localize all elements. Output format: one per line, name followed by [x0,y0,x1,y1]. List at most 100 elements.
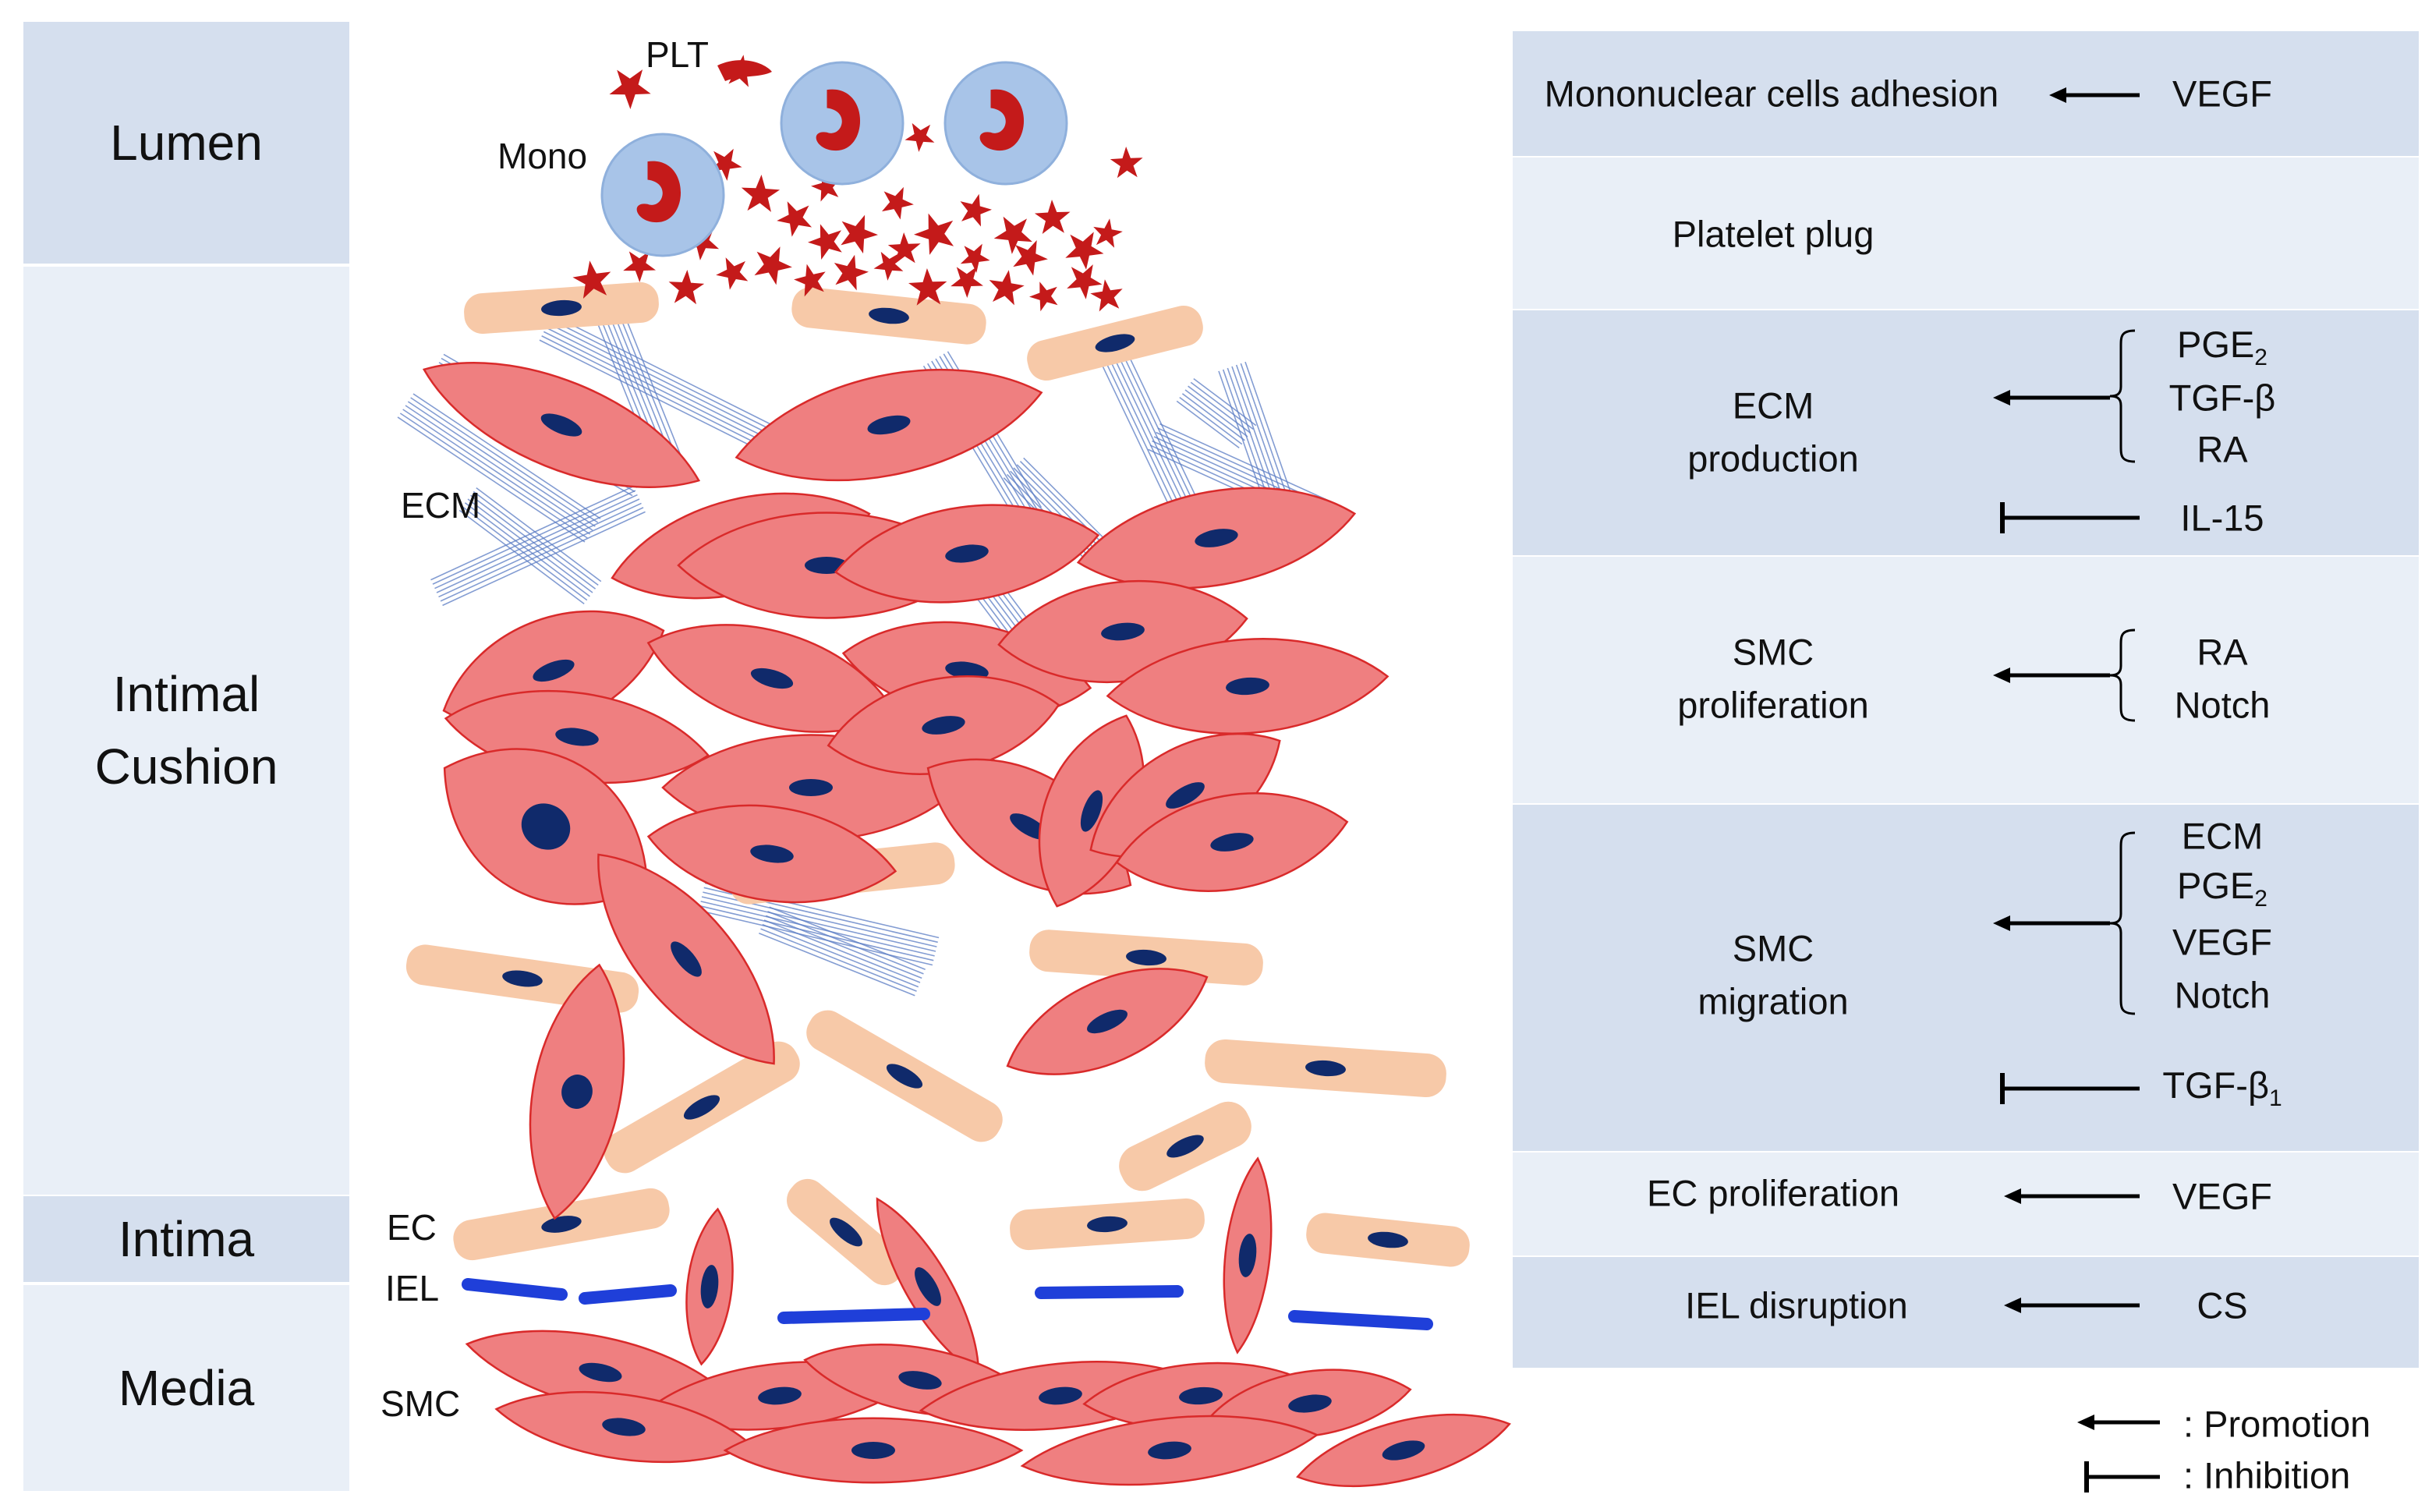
ecm-production-label-1: ECM [1732,384,1814,427]
smc-nucleus [750,845,794,863]
platelet [717,60,772,81]
label-ec: EC [387,1207,437,1248]
smc-nucleus [1382,1440,1425,1461]
platelets [572,55,1143,312]
platelet [834,254,869,291]
smc-nucleus [1087,1009,1128,1034]
smc-nucleus [533,659,575,682]
layer-lumen: Lumen [23,22,349,264]
factor-brace [2109,831,2136,1015]
ecm-fiber [440,507,644,602]
endothelial-cell [787,1178,905,1286]
ecm-fiber [759,932,915,997]
promotion-arrowhead [1993,390,2010,405]
ecm-fiber [620,306,685,463]
ecm-fiber [405,405,593,531]
ecm-fiber [701,896,936,952]
endothelial-cell [1029,930,1263,986]
platelet [623,251,656,282]
smooth-muscle-cell [723,1417,1024,1484]
label-iel: IEL [385,1268,440,1308]
row-smc-proliferation [1513,557,2419,803]
promotion-arrowhead [2049,87,2066,103]
smc-proliferation-label-1: SMC [1732,631,1814,673]
ec-nucleus [1166,1135,1204,1158]
smc-nucleus [867,415,911,435]
smooth-muscle-cell [1115,792,1349,892]
monocyte [943,61,1068,186]
iel-disruption-label: IEL disruption [1685,1284,1908,1326]
smc-nucleus [898,1371,942,1390]
ec-nucleus [1126,949,1166,966]
smc-nucleus [1039,1386,1082,1405]
monocytes [600,61,1068,257]
platelet [794,264,826,297]
smc-nucleus [851,1442,895,1459]
ecm-fiber [1181,393,1245,441]
layer-media-label: Media [118,1359,255,1416]
ecm-fiber [407,401,596,527]
layer-intimal-cushion-label: Intimal Cushion [94,666,278,795]
promotion-arrowhead [2004,1188,2021,1204]
smc-nucleus [922,716,965,735]
platelet [808,224,842,260]
platelet [1093,218,1123,248]
layer-intima-label: Intima [118,1210,255,1267]
smc-proliferation-label-2: proliferation [1677,684,1869,726]
smc-nucleus [1179,1386,1223,1405]
label-plt: PLT [646,34,709,75]
ecm-fiber [550,318,769,429]
platelet [960,193,992,227]
endothelial-cell [1027,305,1203,381]
platelet [951,267,983,298]
platelet [1013,240,1048,276]
ecm-fiber [1110,341,1191,505]
regulation-arrows [1993,87,2160,1493]
platelet [1090,279,1123,312]
smooth-muscle-cell [1006,968,1209,1075]
ecm-fiber [470,494,597,590]
ecm-fiber [410,397,599,523]
ecm-fiber [541,335,760,446]
ecm-fiber [1190,381,1254,430]
ec-nucleus [869,307,909,324]
platelet [1065,232,1104,270]
smooth-muscle-cell [646,804,897,904]
ecm-fiber [1188,385,1251,434]
monocyte-nucleus [979,89,1025,151]
ecm-fiber [1094,349,1174,514]
smc-nucleus [1101,622,1145,641]
smc-mig-promoter-notch: Notch [2174,974,2271,1016]
smc-prolif-promoter-ra: RA [2197,631,2248,673]
smooth-muscle-cell [494,1390,753,1464]
ecm-promoter-ra: RA [2197,428,2248,470]
ec-nucleus [830,1217,862,1247]
platelet [873,251,904,281]
ecm-fiber [698,909,933,966]
legend-inhibition: : Inhibition [2183,1454,2351,1496]
ecm-inhibitor-il15: IL-15 [2180,497,2264,539]
platelet [1067,264,1103,299]
layer-intima: Intima [23,1196,349,1282]
ecm-fiber [432,490,636,585]
ecm-fiber [539,339,759,450]
platelet [668,270,705,305]
mononuclear-adhesion-factor: VEGF [2172,73,2272,115]
smooth-muscle-cell [422,362,701,488]
smooth-muscle-cell [529,963,625,1220]
platelet-plug-label: Platelet plug [1672,213,1875,255]
smooth-muscle-cell [1296,1413,1511,1488]
smc-nucleus [1288,1394,1332,1413]
ec-nucleus [1095,334,1135,352]
smooth-muscle-cell [1106,638,1390,735]
endothelial-cell [464,282,659,335]
smc-nucleus [700,1265,719,1308]
smc-nucleus [561,1075,593,1109]
monocyte [780,61,905,186]
smc-nucleus [602,1418,646,1436]
platelet [1034,200,1071,234]
platelet [908,268,947,306]
ecm-fiber [436,498,640,593]
ecm-fiber [1023,457,1118,552]
